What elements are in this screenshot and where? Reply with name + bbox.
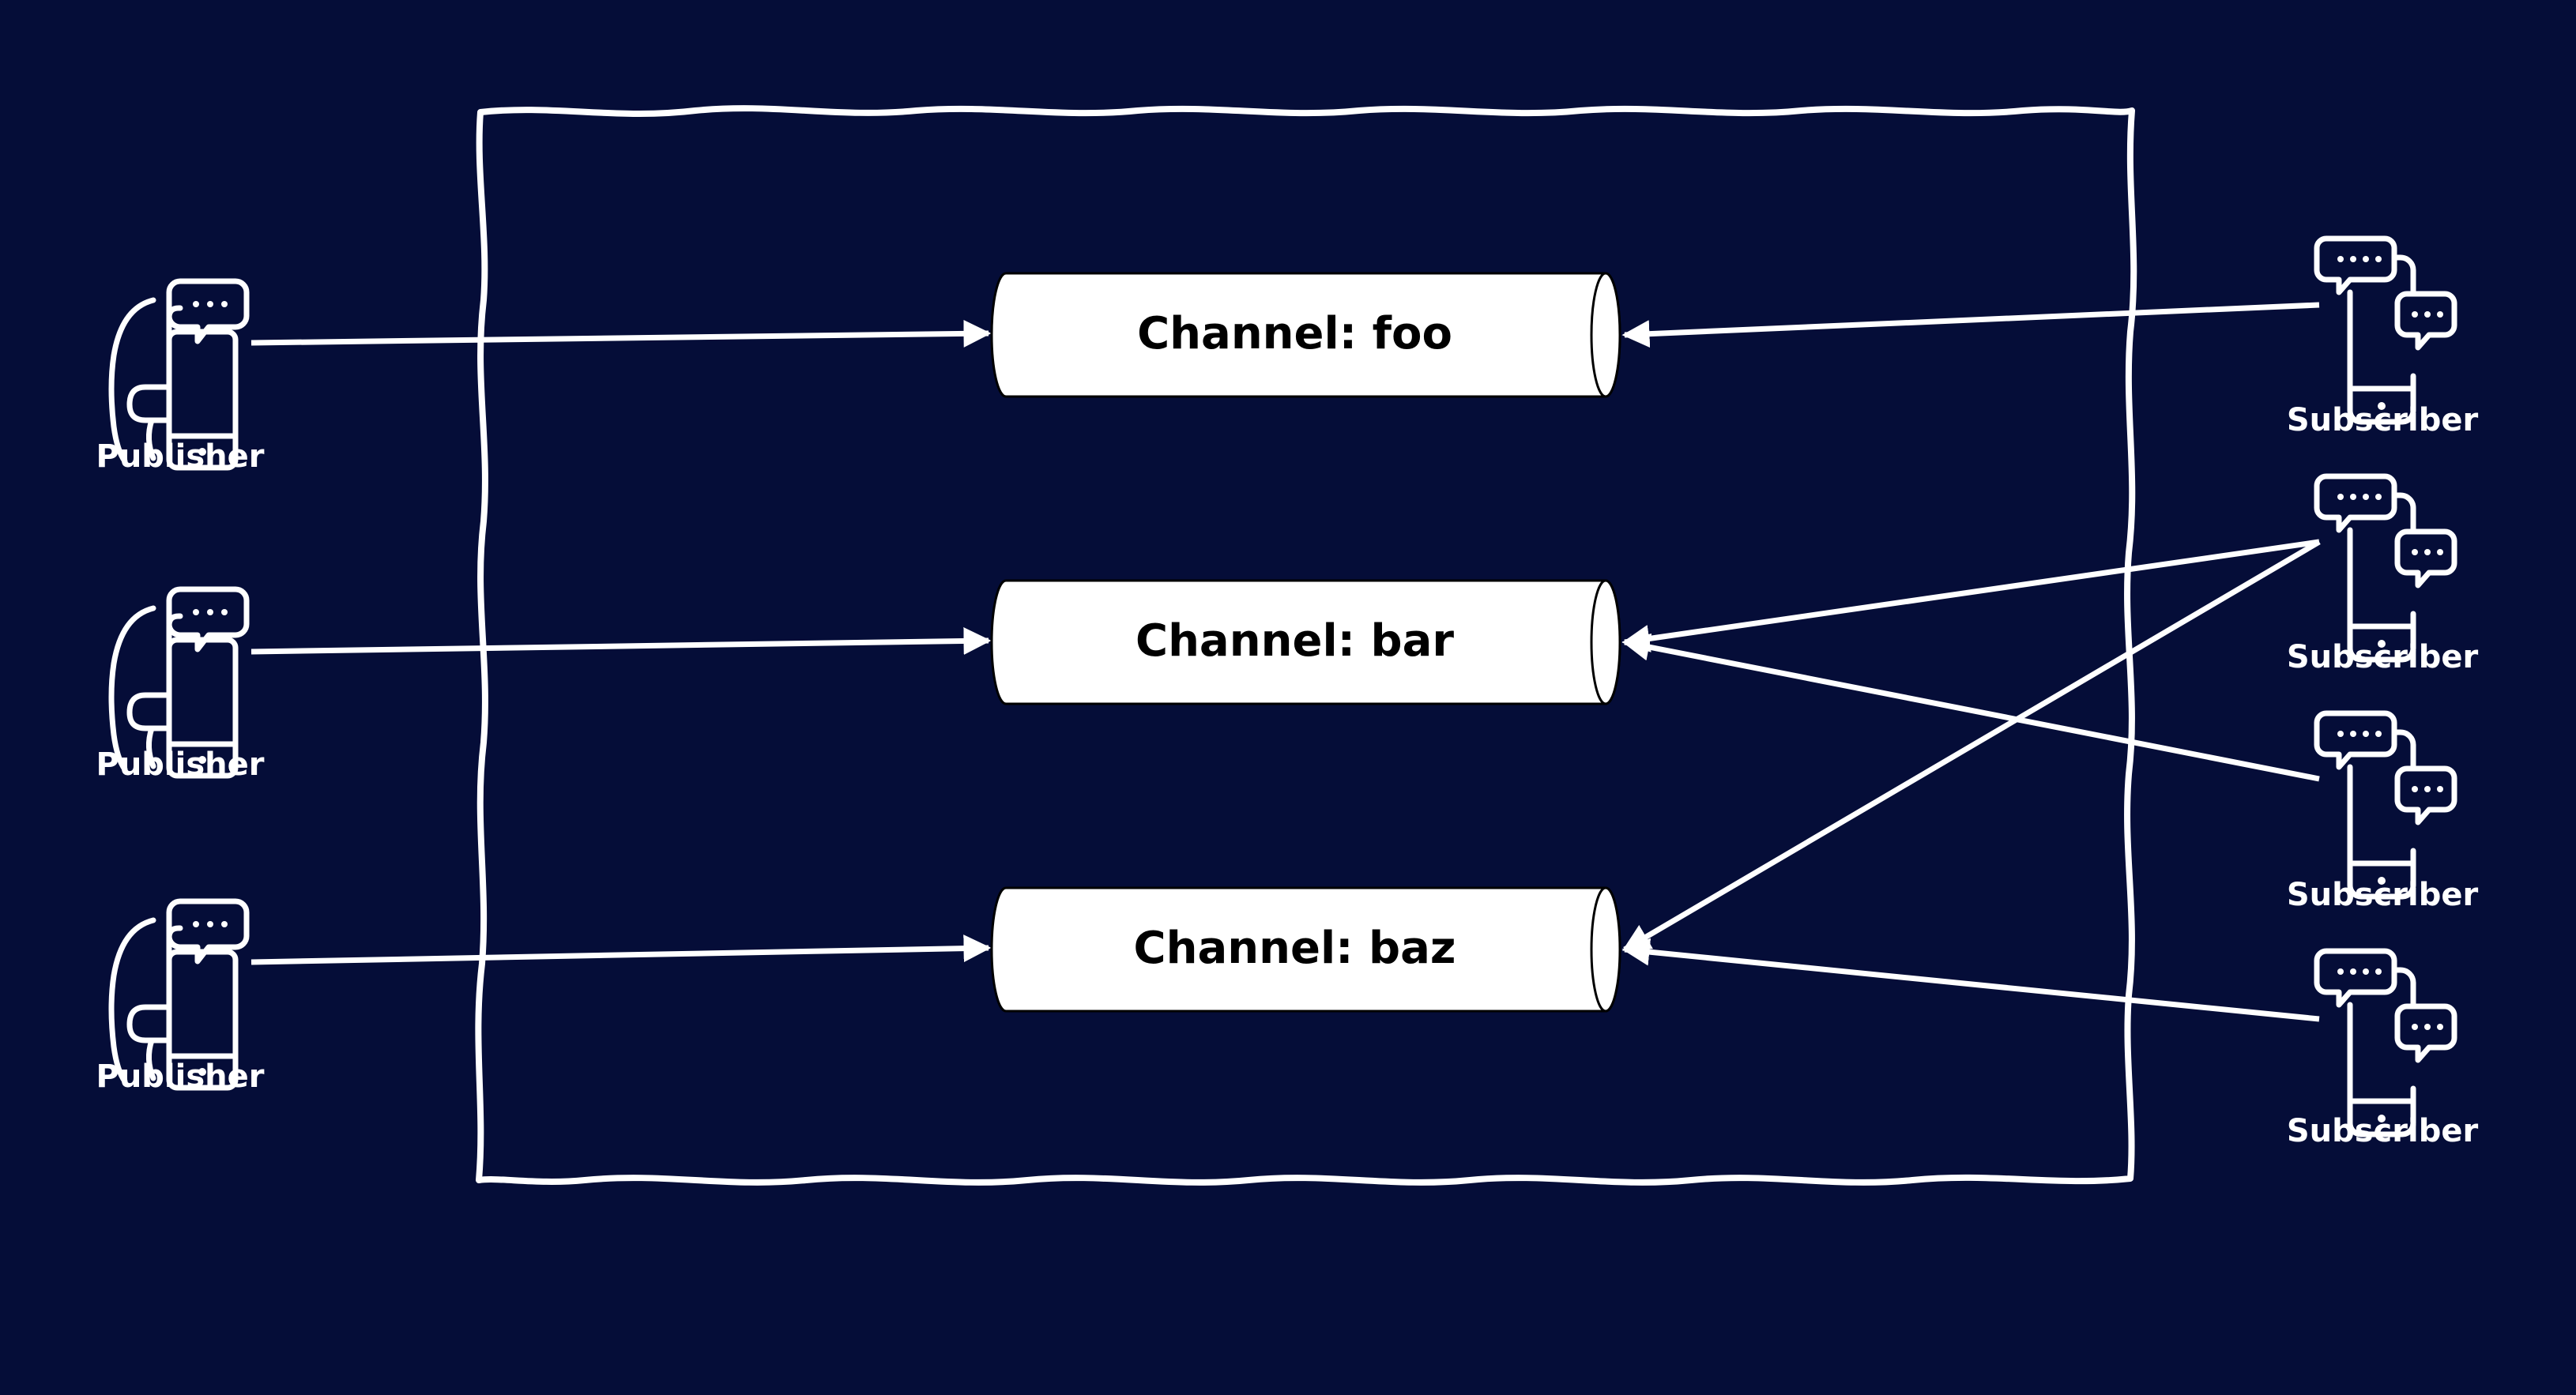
- broker-boundary: [475, 105, 2137, 1186]
- channel-cylinder-end: [1590, 579, 1621, 705]
- channel-foo: Channel: foo: [990, 272, 1621, 398]
- channel-bar: Channel: bar: [990, 579, 1621, 705]
- publisher-node: Publisher: [96, 586, 265, 783]
- subscriber-node: Subscriber: [2287, 235, 2479, 438]
- subscriber-label: Subscriber: [2287, 877, 2479, 913]
- channel-cylinder-end: [1590, 272, 1621, 398]
- person-phone-chat-icon: [108, 586, 250, 779]
- connection-arrows: [250, 302, 2321, 1022]
- phones-chat-icon: [2314, 473, 2457, 663]
- subscriber-node: Subscriber: [2287, 473, 2479, 675]
- channel-label: Channel: bar: [1135, 615, 1454, 667]
- phones-chat-icon: [2314, 710, 2457, 900]
- channel-baz: Channel: baz: [990, 886, 1621, 1013]
- person-phone-chat-icon: [108, 278, 250, 471]
- publish-arrow: [250, 934, 992, 965]
- publisher-label: Publisher: [96, 438, 265, 475]
- publisher-label: Publisher: [96, 746, 265, 783]
- phones-chat-icon: [2314, 948, 2457, 1137]
- subscriber-label: Subscriber: [2287, 639, 2479, 675]
- publisher-node: Publisher: [96, 898, 265, 1095]
- subscribe-arrow: [1621, 539, 2321, 953]
- channel-label: Channel: foo: [1137, 308, 1452, 359]
- subscribe-arrow: [1621, 302, 2320, 348]
- subscriber-node: Subscriber: [2287, 948, 2479, 1149]
- subscriber-label: Subscriber: [2287, 1113, 2479, 1149]
- subscriber-label: Subscriber: [2287, 402, 2479, 438]
- publish-arrow: [250, 319, 992, 348]
- publisher-node: Publisher: [96, 278, 265, 475]
- channel-cylinder-end: [1590, 886, 1621, 1013]
- channel-label: Channel: baz: [1133, 923, 1456, 974]
- subscribe-arrow: [1621, 539, 2320, 652]
- subscriber-node: Subscriber: [2287, 710, 2479, 913]
- subscribe-arrow: [1621, 633, 2320, 782]
- subscribe-arrow: [1621, 938, 2320, 1022]
- publisher-label: Publisher: [96, 1058, 265, 1095]
- phones-chat-icon: [2314, 235, 2457, 425]
- person-phone-chat-icon: [108, 898, 250, 1091]
- publish-arrow: [250, 626, 992, 655]
